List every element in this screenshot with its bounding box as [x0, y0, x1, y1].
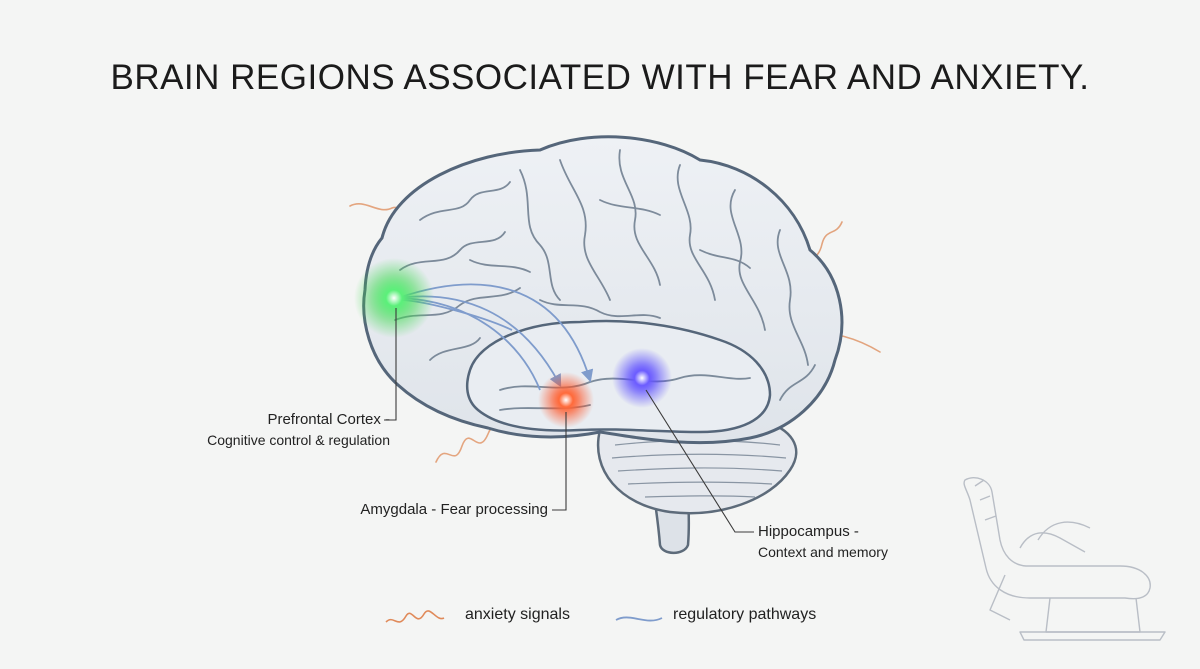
prefrontal-cortex-label: Prefrontal Cortex - Cognitive control & … — [180, 410, 390, 450]
legend-regulatory-label: regulatory pathways — [673, 606, 817, 623]
hippocampus-glow — [612, 348, 672, 408]
dental-chair-icon — [963, 476, 1166, 641]
amygdala-name: Amygdala - Fear processing — [360, 501, 548, 518]
prefrontal-cortex-name: Prefrontal Cortex - — [267, 411, 390, 428]
hippocampus-label: Hippocampus - Context and memory — [758, 522, 978, 562]
prefrontal-glow — [354, 258, 434, 338]
legend-anxiety-label: anxiety signals — [465, 606, 570, 623]
amygdala-glow — [538, 372, 594, 428]
page-title: BRAIN REGIONS ASSOCIATED WITH FEAR AND A… — [110, 58, 1090, 97]
hippocampus-name: Hippocampus - — [758, 523, 859, 540]
hippocampus-desc: Context and memory — [758, 544, 888, 560]
leader-lines — [384, 308, 754, 533]
amygdala-label: Amygdala - Fear processing — [340, 500, 548, 520]
legend-regulatory-swatch — [615, 616, 663, 622]
legend-anxiety-swatch — [385, 610, 445, 623]
prefrontal-cortex-desc: Cognitive control & regulation — [207, 432, 390, 448]
